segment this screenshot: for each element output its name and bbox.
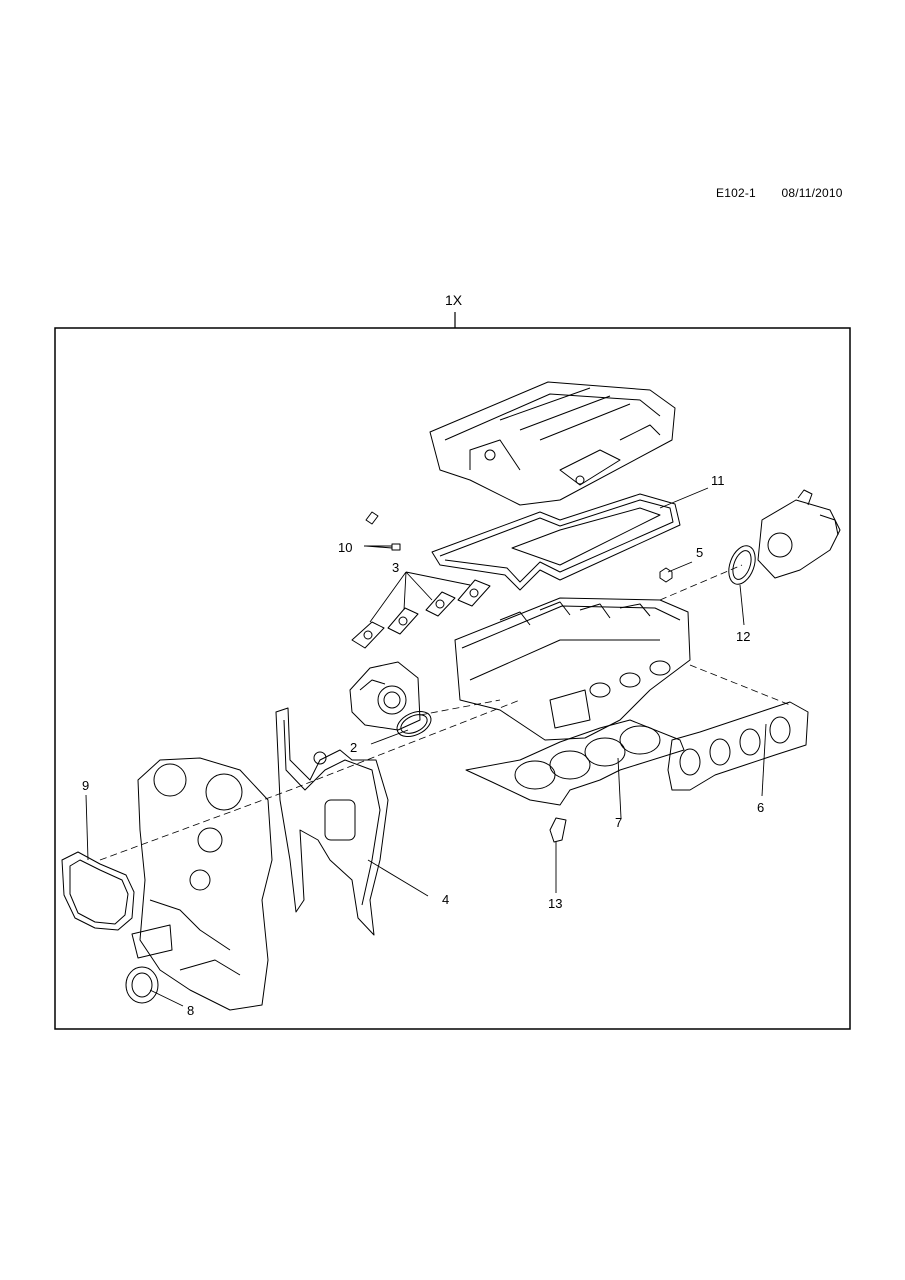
callout-4: 4: [442, 892, 449, 907]
gasket-set-3-drawing: [351, 579, 491, 649]
seal-13-drawing: [549, 817, 567, 843]
callout-3: 3: [392, 560, 399, 575]
water-pump-gasket-9-drawing: [61, 851, 135, 931]
callout-11: 11: [711, 473, 725, 488]
callout-13: 13: [548, 896, 562, 911]
cylinder-head-drawing: [454, 597, 691, 741]
callout-8: 8: [187, 1003, 194, 1018]
throttle-housing-drawing: [349, 661, 421, 731]
diagram-date: 08/11/2010: [781, 186, 843, 200]
crank-seal-8-drawing: [125, 966, 159, 1004]
callout-10: 10: [338, 540, 352, 555]
leader-lines: [85, 487, 767, 1007]
seal-12-drawing: [728, 545, 756, 585]
diagram-header: E102-1 08/11/2010: [716, 186, 843, 200]
bolt-10-drawing: [365, 511, 401, 551]
nut-5-drawing: [659, 567, 673, 583]
diagram-code: E102-1: [716, 186, 756, 200]
head-gasket-7-drawing: [465, 719, 685, 806]
timing-gasket-4-drawing: [275, 707, 389, 936]
valve-cover-gasket-drawing: [431, 493, 681, 591]
callout-6: 6: [757, 800, 764, 815]
callout-12: 12: [736, 629, 750, 644]
callout-9: 9: [82, 778, 89, 793]
alignment-lines: [99, 564, 791, 861]
kit-frame: [54, 327, 851, 1030]
valve-cover-drawing: [429, 381, 676, 506]
callout-2: 2: [350, 740, 357, 755]
timing-cover-drawing: [131, 757, 273, 1011]
callout-5: 5: [696, 545, 703, 560]
callout-7: 7: [615, 815, 622, 830]
exhaust-gasket-6-drawing: [667, 701, 809, 791]
o-ring-2-drawing: [396, 710, 432, 738]
water-outlet-drawing: [757, 489, 841, 579]
kit-label: 1X: [445, 292, 463, 308]
